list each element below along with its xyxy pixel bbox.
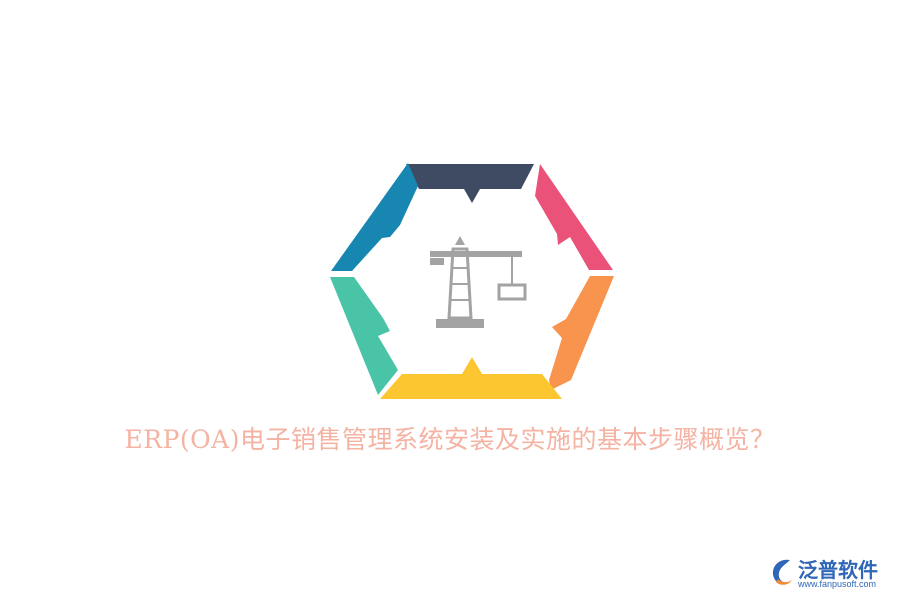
- brand-url: www.fanpusoft.com: [798, 579, 877, 589]
- fanpu-logo-icon: [772, 559, 792, 585]
- hexagon-segment-lower-left: [330, 277, 398, 395]
- hexagon-segment-bottom: [380, 357, 562, 399]
- hexagon-segment-upper-right: [535, 164, 613, 270]
- page-title: ERP(OA)电子销售管理系统安装及实施的基本步骤概览？: [124, 425, 776, 454]
- brand-watermark: 泛普软件 www.fanpusoft.com: [768, 554, 894, 594]
- brand-name: 泛普软件: [798, 558, 878, 582]
- construction-crane-icon: [430, 236, 527, 328]
- hexagon-segment-lower-right: [549, 276, 614, 390]
- hexagon-segment-top: [406, 164, 534, 203]
- hexagon-segment-upper-left: [331, 163, 418, 271]
